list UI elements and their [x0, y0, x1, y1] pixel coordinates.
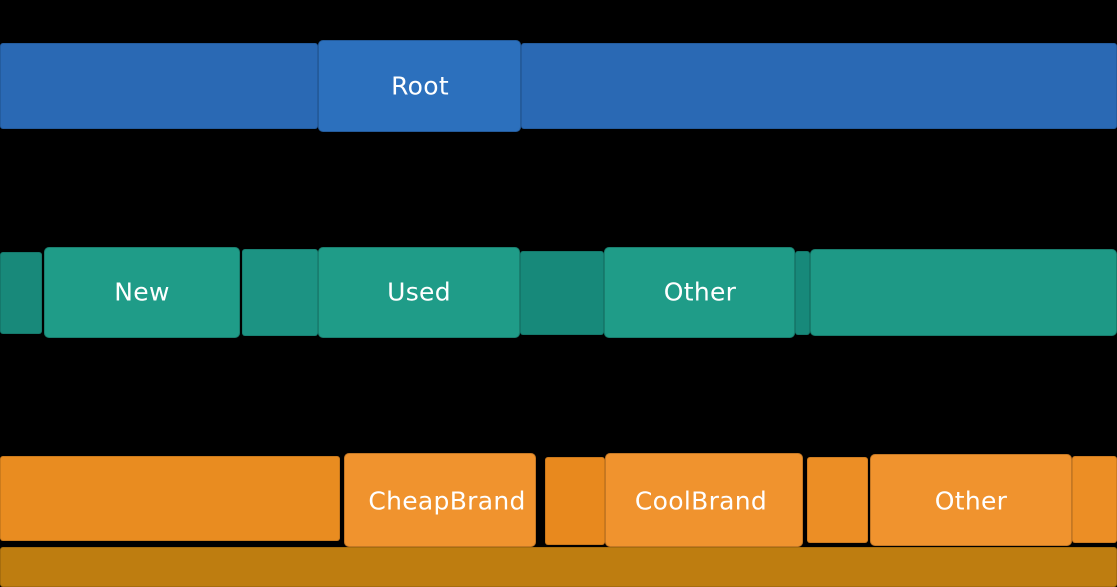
icicle-node-used[interactable] [318, 247, 520, 338]
icicle-node-coolbrand-label: CoolBrand [634, 486, 768, 516]
icicle-band-l1-c [520, 251, 604, 335]
icicle-node-other-level2-label: Other [934, 486, 1008, 516]
icicle-band-l2-d [1072, 456, 1117, 543]
icicle-node-l1-unlabeled [810, 249, 1117, 336]
icicle-node-new-label: New [114, 277, 170, 307]
icicle-node-cheapbrand[interactable] [344, 453, 536, 547]
icicle-band-l1-a [0, 252, 42, 334]
icicle-band-l1-b [242, 249, 318, 336]
icicle-node-other-level1-label: Other [663, 277, 737, 307]
icicle-band-l2-c [807, 457, 868, 543]
icicle-node-other-level2[interactable] [870, 454, 1072, 546]
icicle-band-l2-a [0, 456, 340, 541]
icicle-band-l3-strip [0, 547, 1117, 587]
icicle-node-coolbrand[interactable] [605, 453, 803, 547]
icicle-band-root-right [521, 43, 1117, 129]
icicle-band-l2-b [545, 457, 605, 545]
icicle-band-l1-d [795, 251, 810, 335]
icicle-node-root[interactable] [318, 40, 521, 132]
icicle-node-other-level1[interactable] [604, 247, 795, 338]
icicle-node-new[interactable] [44, 247, 240, 338]
icicle-node-used-label: Used [387, 277, 451, 307]
icicle-band-root-left [0, 43, 318, 129]
icicle-node-cheapbrand-label: CheapBrand [368, 486, 526, 516]
icicle-node-root-label: Root [391, 71, 449, 101]
